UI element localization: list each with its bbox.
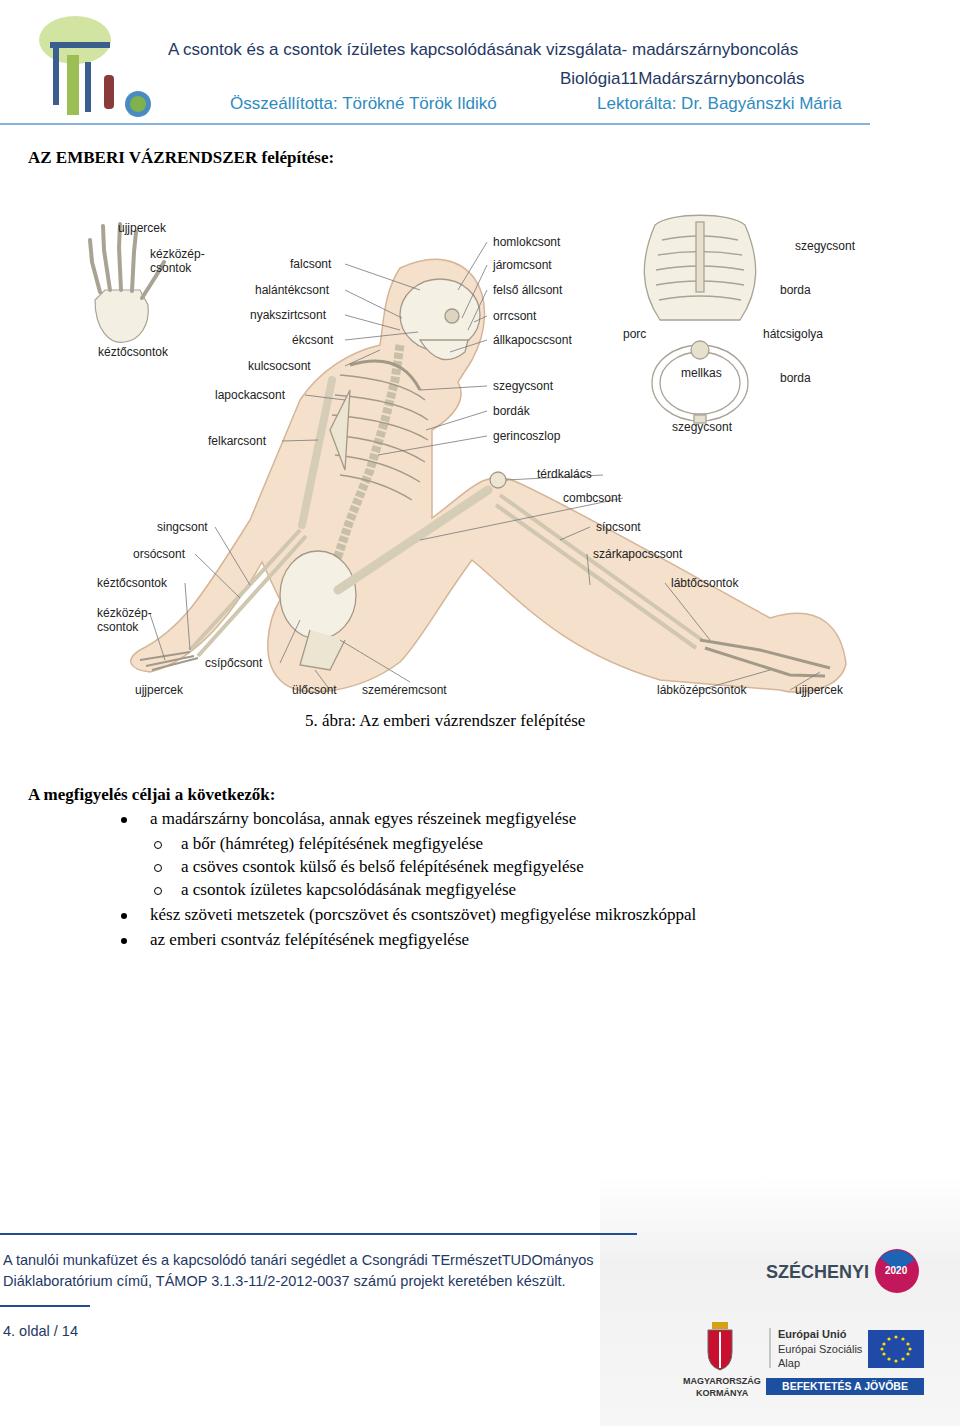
part-label: singcsont [157,520,208,534]
part-label: borda [780,371,811,385]
part-label: hátcsigolya [763,327,823,341]
list-item: a csontok ízületes kapcsolódásának megfi… [181,880,516,900]
part-label: ülőcsont [292,683,337,697]
part-label: lapockacsont [215,388,285,402]
list-item: a madárszárny boncolása, annak egyes rés… [150,809,576,829]
part-label: kézközép- csontok [97,607,155,635]
part-label: lábtőcsontok [671,576,738,590]
page-rule [0,1305,90,1307]
list-item: kész szöveti metszetek (porcszövet és cs… [150,905,696,925]
part-label: felkarcsont [208,434,266,448]
slogan-band: BEFEKTETÉS A JÖVŐBE [766,1378,924,1395]
logo-text: 2020 [885,1265,907,1276]
part-label: falcsont [290,257,331,271]
part-label: állkapocscsont [493,333,572,347]
logo-text: Európai Szociális [778,1343,862,1355]
list-item: az emberi csontváz felépítésének megfigy… [150,930,469,950]
logo-text: Alap [778,1357,800,1369]
page-title: AZ EMBERI VÁZRENDSZER felépítése: [28,148,334,168]
part-label: halántékcsont [255,283,329,297]
section-heading: A megfigyelés céljai a következők: [28,785,275,805]
part-label: mellkas [681,366,722,380]
leader-lines [150,242,820,690]
part-label: sípcsont [596,520,641,534]
part-label: ujjpercek [135,683,183,697]
list-item: a bőr (hámréteg) felépítésének megfigyel… [181,834,483,854]
header-title: A csontok és a csontok ízületes kapcsoló… [168,40,798,60]
body-outline [131,259,846,692]
part-label: bordák [493,404,530,418]
part-label: ujjpercek [118,221,166,235]
part-label: csípőcsont [205,656,262,670]
header-author: Összeállította: Törökné Török Ildikó [230,94,497,114]
eu-flag [868,1330,924,1368]
part-label: combcsont [563,491,621,505]
part-label: orrcsont [493,309,536,323]
logo-divider [770,1328,771,1368]
part-label: kulcsocsont [248,359,311,373]
part-label: felső állcsont [493,283,562,297]
part-label: járomcsont [493,258,552,272]
part-label: kézközép- csontok [150,248,208,276]
part-label: térdkalács [537,467,592,481]
list-markers [121,817,162,944]
part-label: orsócsont [133,547,185,561]
slogan-text: BEFEKTETÉS A JÖVŐBE [766,1380,924,1392]
part-label: ékcsont [292,333,333,347]
ribcage-skeleton [644,215,755,423]
part-label: kéztőcsontok [98,345,168,359]
project-logo [39,16,151,117]
header-rule [0,123,870,125]
part-label: porc [623,327,646,341]
footer-note: Diáklaboratórium című, TÁMOP 3.1.3-11/2-… [3,1273,566,1289]
part-label: kéztőcsontok [97,576,167,590]
list-item: a csöves csontok külső és belső felépíté… [181,857,584,877]
page-number: 4. oldal / 14 [3,1323,78,1339]
part-label: borda [780,283,811,297]
part-label: szárkapocscsont [593,547,682,561]
part-label: ujjpercek [795,683,843,697]
logo-text: KORMÁNYA [696,1388,748,1398]
footer-rule [0,1233,637,1235]
part-label: szegycsont [493,379,553,393]
logo-text: Európai Unió [778,1328,846,1340]
figure-caption: 5. ábra: Az emberi vázrendszer felépítés… [305,711,585,731]
part-label: lábközépcsontok [657,683,746,697]
part-label: gerincoszlop [493,429,560,443]
part-label: nyakszirtcsont [250,308,326,322]
footer-ground [600,1175,960,1426]
header-subject: Biológia11Madárszárnyboncolás [560,69,804,89]
logo-text: MAGYARORSZÁG [683,1376,761,1386]
coat-of-arms [708,1322,732,1370]
hand-skeleton [90,224,164,342]
part-label: szegycsont [795,239,855,253]
part-label: szeméremcsont [362,683,447,697]
szechenyi-logo [875,1249,919,1293]
seated-skeleton [140,279,830,676]
header-reviewer: Lektorálta: Dr. Bagyánszki Mária [597,94,842,114]
part-label: szegycsont [672,420,732,434]
logo-text: SZÉCHENYI [766,1262,869,1283]
footer-note: A tanulói munkafüzet és a kapcsolódó tan… [3,1252,594,1268]
part-label: homlokcsont [493,235,560,249]
